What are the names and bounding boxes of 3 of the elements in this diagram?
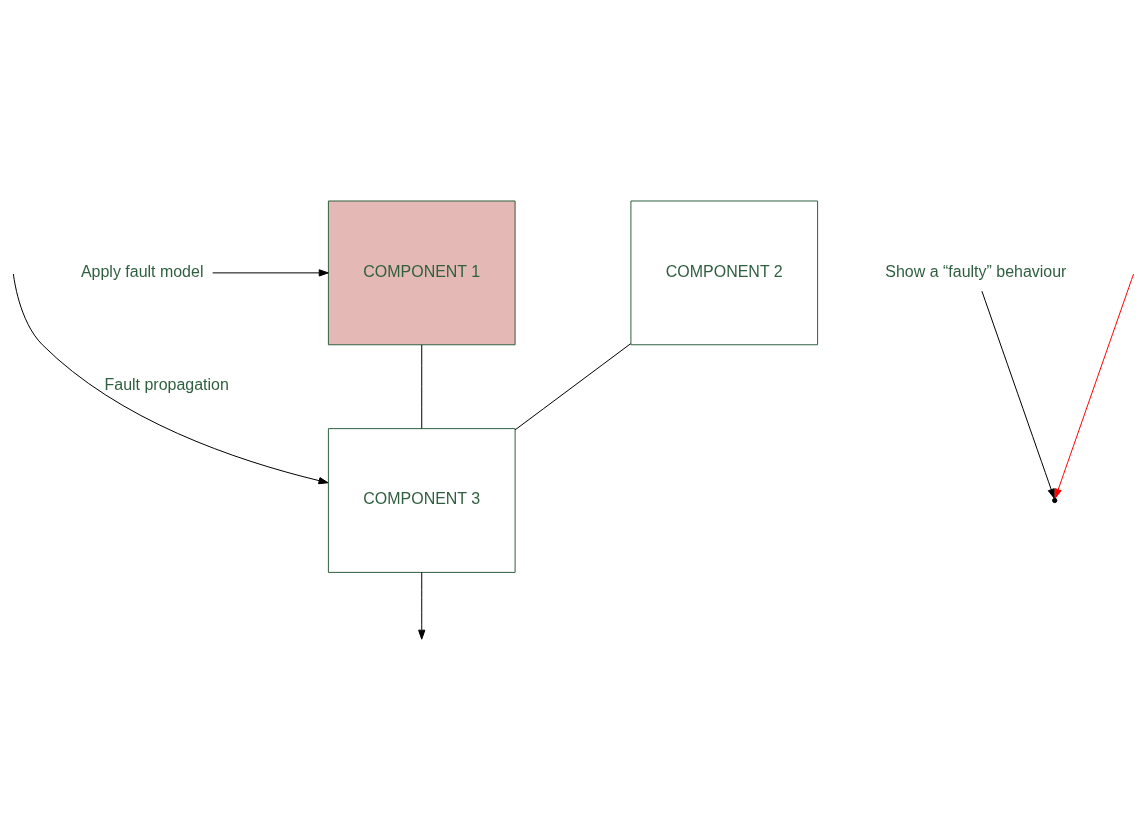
node-text: Apply fault model <box>80 262 204 280</box>
edge-label: Fault propagation <box>104 375 229 393</box>
node-text: Show a “faulty” behaviour <box>885 262 1067 280</box>
